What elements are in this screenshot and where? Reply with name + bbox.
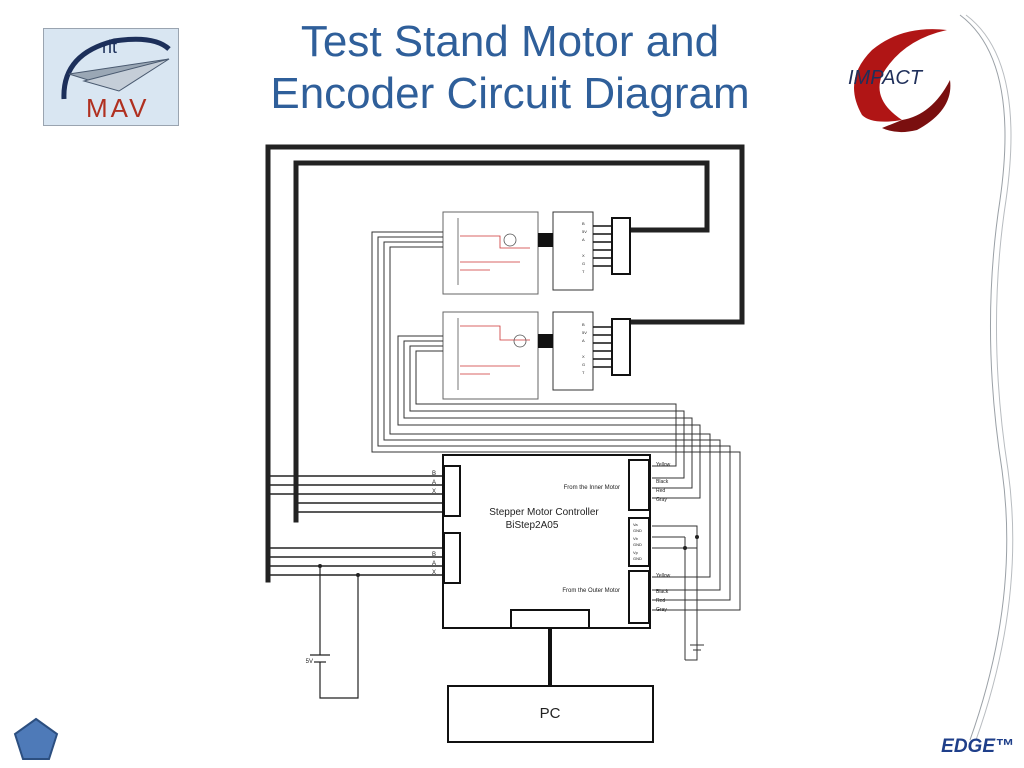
conn2-pin-6: T [582, 370, 585, 375]
pentagon-nav-icon[interactable] [12, 716, 60, 762]
conn1-pin-6: T [582, 269, 585, 274]
conn1-pin-4: X [582, 253, 585, 258]
mav-text: MAV [86, 93, 149, 123]
rit-mav-logo: rit MAV [43, 28, 179, 126]
encoder-board-2 [442, 311, 631, 400]
conn2-pin-1: B [582, 322, 585, 327]
conn2-pin-2: 5V [582, 330, 587, 335]
title-line-1: Test Stand Motor and [300, 17, 720, 66]
controller-model: BiStep2A05 [506, 520, 559, 531]
controller-name: Stepper Motor Controller [489, 507, 599, 518]
inner-motor-label: From the Inner Motor [564, 485, 620, 491]
stepper-controller-box [442, 454, 651, 629]
conn1-pin-5: G [582, 261, 585, 266]
thick-wire-inner [293, 160, 710, 523]
outer-motor-label: From the Outer Motor [562, 588, 620, 594]
wire-red-1: Red [656, 488, 665, 494]
pin-x-2: X [432, 570, 436, 576]
conn1-pin-1: B [582, 221, 585, 226]
pin-a-1: A [432, 480, 436, 486]
mid-pin-5: Vp [633, 550, 639, 555]
wire-black-2: Black [656, 589, 669, 595]
pin-b-2: B [432, 552, 436, 558]
pin-x-1: X [432, 489, 436, 495]
slide-title: Test Stand Motor and Encoder Circuit Dia… [200, 16, 820, 120]
wire-yellow-1: Yellow [656, 462, 671, 468]
title-line-2: Encoder Circuit Diagram [270, 69, 750, 118]
pc-label: PC [540, 705, 561, 722]
conn2-pin-3: A [582, 338, 585, 343]
encoder-board-1 [442, 211, 631, 295]
mid-pin-2: GND [633, 528, 642, 533]
rit-mav-logo-graphic: rit MAV [61, 36, 171, 123]
mid-pin-1: Va [633, 522, 638, 527]
conn2-pin-5: G [582, 362, 585, 367]
wire-red-2: Red [656, 598, 665, 604]
rit-text: rit [102, 37, 117, 57]
mid-pin-4: GND [633, 542, 642, 547]
mid-connector-labels: Va GND Vb GND Vp GND [633, 522, 642, 561]
conn2-pin-4: X [582, 354, 585, 359]
5v-supply [310, 566, 359, 699]
impact-logo: IMPACT [842, 20, 962, 140]
decorative-swoosh [959, 14, 1014, 741]
pin-a-2: A [432, 561, 436, 567]
pc-box [447, 685, 654, 743]
impact-text: IMPACT [848, 67, 924, 89]
mid-pin-3: Vb [633, 536, 639, 541]
wire-yellow-2: Yellow [656, 573, 671, 579]
edge-brand: EDGE™ [941, 736, 1014, 757]
encoder-pin-labels: B A X B A X [432, 471, 436, 576]
encoder-connector-labels-2: B 5V A X G T [582, 322, 587, 375]
conn1-pin-3: A [582, 237, 585, 242]
voltage-label: 5V [306, 659, 313, 665]
wire-gray-1: Gray [656, 497, 667, 503]
encoder-connector-labels-1: B 5V A X G T [582, 221, 587, 274]
conn1-pin-2: 5V [582, 229, 587, 234]
wire-color-labels: Yellow Black Red Gray Yellow Black Red G… [656, 462, 671, 613]
mid-pin-6: GND [633, 556, 642, 561]
wire-black-1: Black [656, 479, 669, 485]
thick-wire-outer [265, 144, 745, 583]
pin-b-1: B [432, 471, 436, 477]
wire-gray-2: Gray [656, 607, 667, 613]
